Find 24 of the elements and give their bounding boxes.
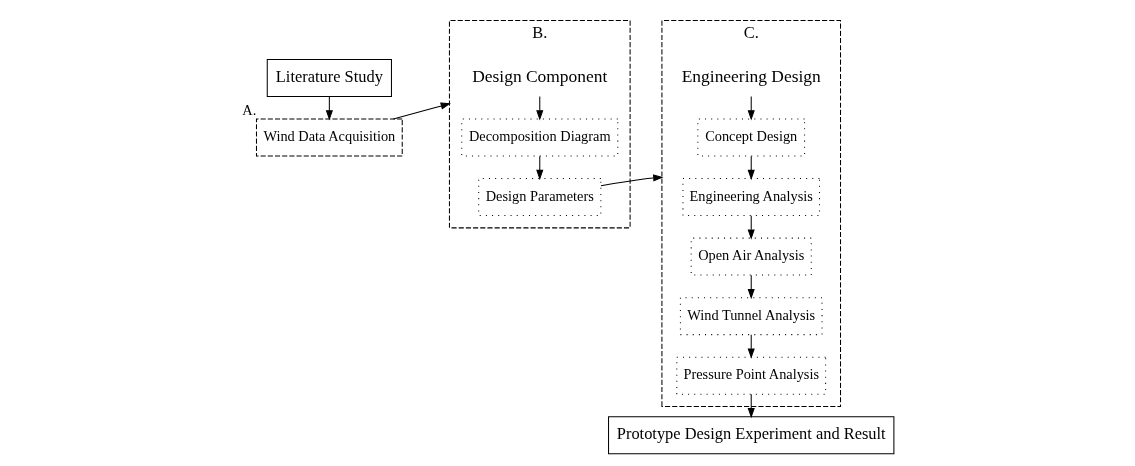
node-box: Engineering Analysis bbox=[681, 178, 820, 217]
arrow bbox=[535, 155, 543, 181]
node-box: Concept Design bbox=[696, 118, 805, 157]
node-label: C. bbox=[743, 22, 759, 42]
arrow bbox=[747, 393, 755, 419]
node-box: Wind Data Acquisition bbox=[255, 118, 403, 157]
node-box: Open Air Analysis bbox=[690, 237, 812, 276]
node-label: A. bbox=[241, 102, 256, 119]
arrow bbox=[747, 334, 755, 359]
arrow bbox=[747, 155, 755, 181]
node-box: Design Parameters bbox=[477, 178, 601, 217]
arrow bbox=[747, 96, 755, 121]
node-label: B. bbox=[531, 22, 547, 42]
arrow bbox=[747, 215, 755, 240]
arrow bbox=[392, 102, 451, 120]
node-box: Decomposition Diagram bbox=[460, 118, 618, 157]
node-box: Prototype Design Experiment and Result bbox=[607, 416, 894, 455]
arrow bbox=[535, 96, 543, 121]
node-box: Literature Study bbox=[266, 59, 392, 97]
arrow bbox=[325, 96, 333, 121]
arrow bbox=[747, 274, 755, 300]
node-box: Wind Tunnel Analysis bbox=[679, 297, 823, 336]
node-box: Pressure Point Analysis bbox=[675, 356, 826, 395]
arrow bbox=[599, 174, 663, 187]
